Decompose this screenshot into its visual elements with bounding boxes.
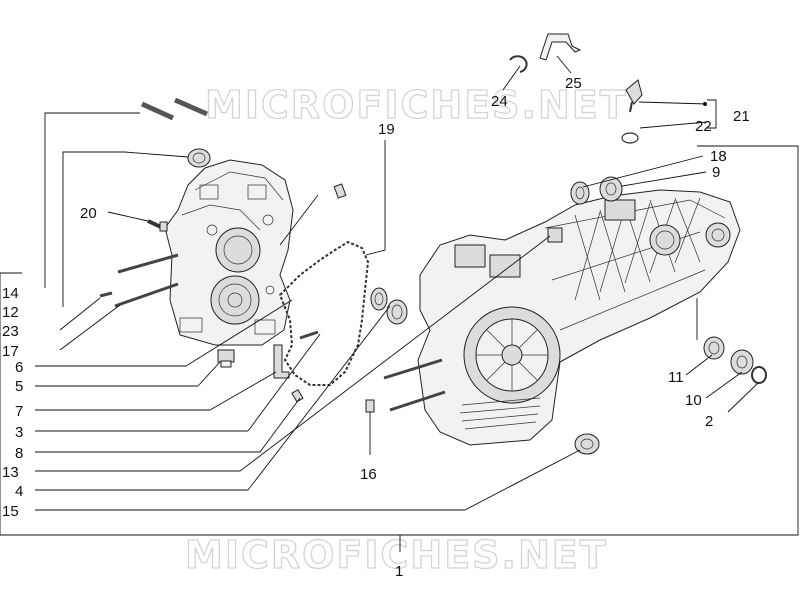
bushing (547, 227, 563, 243)
callout-24: 24 (491, 93, 508, 110)
callout-10: 10 (685, 392, 702, 409)
watermark-top: MICROFICHES.NET (205, 83, 628, 127)
callout-11: 11 (668, 369, 684, 386)
drain-plug-5 (217, 349, 235, 368)
callout-13: 13 (2, 464, 19, 481)
o-ring-22 (621, 132, 639, 144)
dowel-16 (365, 399, 375, 413)
callout-22: 22 (695, 118, 712, 135)
callout-20: 20 (80, 205, 97, 222)
leader-lines (35, 55, 759, 511)
callout-21: 21 (733, 108, 750, 125)
callout-12: 12 (2, 304, 19, 321)
assembly-bracket (0, 145, 799, 552)
left-crankcase-half (164, 159, 294, 346)
callout-16: 16 (360, 466, 377, 483)
right-studs (383, 358, 446, 412)
gasket-19 (278, 240, 370, 386)
long-studs (99, 253, 179, 308)
callout-17: 17 (2, 343, 19, 360)
oil-seal-12 (187, 148, 211, 168)
callout-8: 8 (15, 445, 23, 462)
oil-seal-15 (574, 433, 600, 455)
right-crankcase-half (417, 189, 741, 446)
watermark-bottom: MICROFICHES.NET (185, 533, 608, 577)
callout-23: 23 (2, 323, 19, 340)
studs-14 (140, 97, 209, 121)
callout-labels: 14 12 23 17 6 5 7 3 8 13 4 15 20 19 16 1… (2, 75, 750, 580)
dowel-13 (291, 388, 304, 403)
callout-4: 4 (15, 483, 23, 500)
callout-5: 5 (15, 378, 23, 395)
callout-19: 19 (378, 121, 395, 138)
callout-18: 18 (710, 148, 727, 165)
callout-2: 2 (705, 413, 713, 430)
callout-7: 7 (15, 403, 23, 420)
callout-14: 14 (2, 285, 19, 302)
callout-15: 15 (2, 503, 19, 520)
leader-dot (703, 102, 707, 106)
dowel-pin (333, 183, 347, 199)
callout-6: 6 (15, 359, 23, 376)
bolt-20 (147, 219, 168, 232)
circlip-24 (509, 55, 528, 73)
bracket-7 (273, 344, 290, 379)
filler-plug-21 (625, 79, 643, 113)
callout-25: 25 (565, 75, 582, 92)
bearings-11-10-2 (703, 336, 767, 384)
callout-3: 3 (15, 424, 23, 441)
callout-9: 9 (712, 164, 720, 181)
bearings-18-9 (570, 176, 623, 205)
seals-4 (370, 287, 408, 325)
dowel-8 (299, 330, 319, 340)
callout-1: 1 (395, 563, 403, 580)
bracket-25 (539, 33, 582, 61)
